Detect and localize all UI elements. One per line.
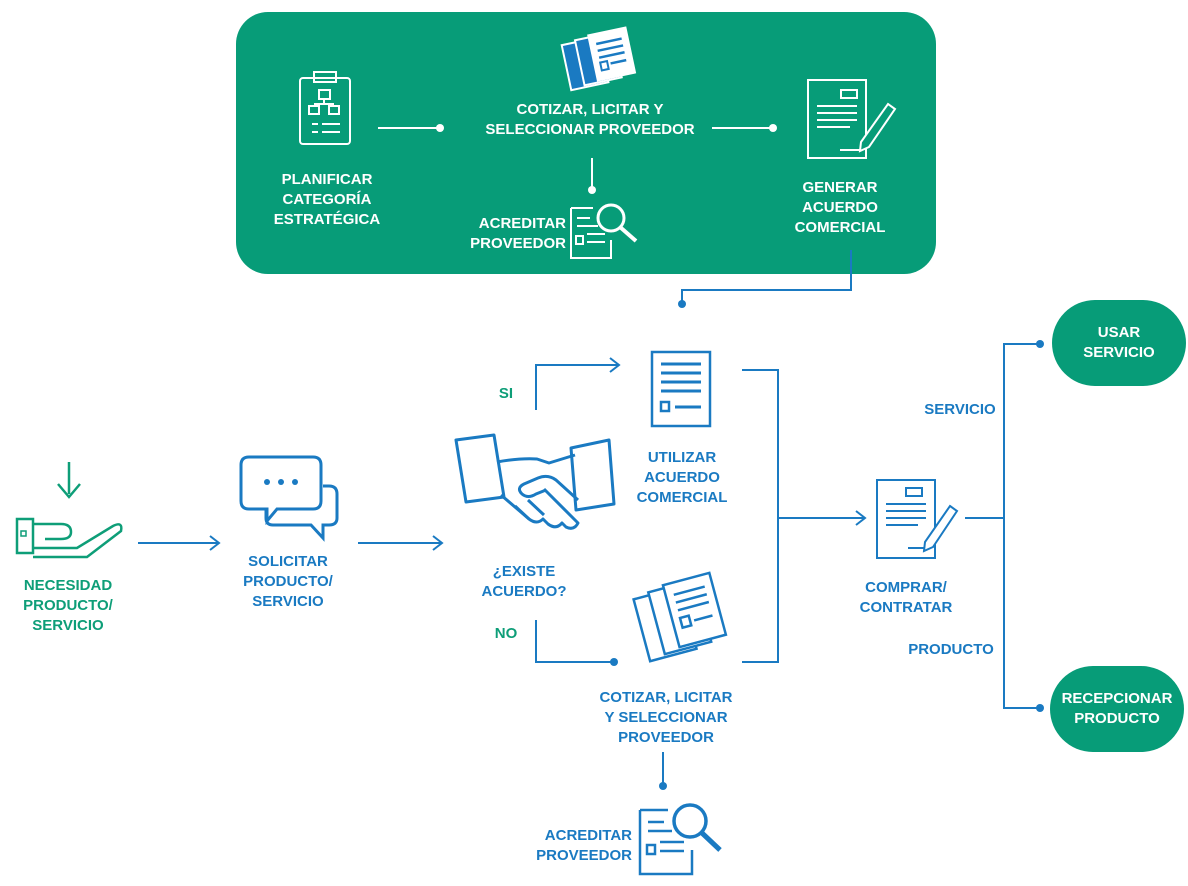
comprar-label: COMPRAR/ CONTRATAR bbox=[859, 579, 953, 616]
documents-stack-icon bbox=[560, 26, 637, 92]
clipboard-flowchart-icon bbox=[299, 71, 351, 145]
top-connectors bbox=[378, 127, 773, 190]
acreditar-top-label: ACREDITAR PROVEEDOR bbox=[470, 215, 566, 252]
usar-servicio-node: USAR SERVICIO bbox=[1052, 300, 1186, 386]
handshake-icon bbox=[454, 433, 616, 530]
hand-receive-icon bbox=[15, 462, 123, 559]
chat-bubbles-icon bbox=[239, 455, 339, 542]
generar-label: GENERAR ACUERDO COMERCIAL bbox=[794, 179, 886, 236]
planificar-label: PLANIFICAR CATEGORÍA ESTRATÉGICA bbox=[273, 171, 381, 228]
utilizar-label: UTILIZAR ACUERDO COMERCIAL bbox=[636, 449, 728, 506]
document-search-icon bbox=[570, 203, 638, 259]
necesidad-label: NECESIDAD PRODUCTO/ SERVICIO bbox=[23, 577, 113, 634]
cotizar-top-label: COTIZAR, LICITAR Y SELECCIONAR PROVEEDOR bbox=[485, 101, 695, 138]
recepcionar-producto-label: RECEPCIONAR PRODUCTO bbox=[1061, 690, 1173, 727]
contract-pen-icon bbox=[807, 79, 897, 159]
acreditar-label: ACREDITAR PROVEEDOR bbox=[536, 827, 632, 864]
producto-label: PRODUCTO bbox=[908, 641, 994, 658]
document-icon bbox=[650, 350, 712, 428]
recepcionar-producto-node: RECEPCIONAR PRODUCTO bbox=[1050, 666, 1184, 752]
documents-stack-icon bbox=[632, 571, 728, 663]
si-label: SI bbox=[498, 385, 514, 402]
no-label: NO bbox=[494, 625, 518, 642]
existe-label: ¿EXISTE ACUERDO? bbox=[481, 563, 567, 600]
solicitar-label: SOLICITAR PRODUCTO/ SERVICIO bbox=[243, 553, 333, 610]
servicio-label: SERVICIO bbox=[924, 401, 996, 418]
document-search-icon bbox=[638, 803, 722, 876]
cotizar-label: COTIZAR, LICITAR Y SELECCIONAR PROVEEDOR bbox=[599, 689, 733, 746]
flow-connector-dots bbox=[610, 300, 1044, 790]
contract-pen-icon bbox=[876, 479, 959, 559]
usar-servicio-label: USAR SERVICIO bbox=[1083, 324, 1155, 361]
flow-connectors bbox=[138, 250, 1040, 786]
top-connector-dots bbox=[436, 124, 777, 194]
